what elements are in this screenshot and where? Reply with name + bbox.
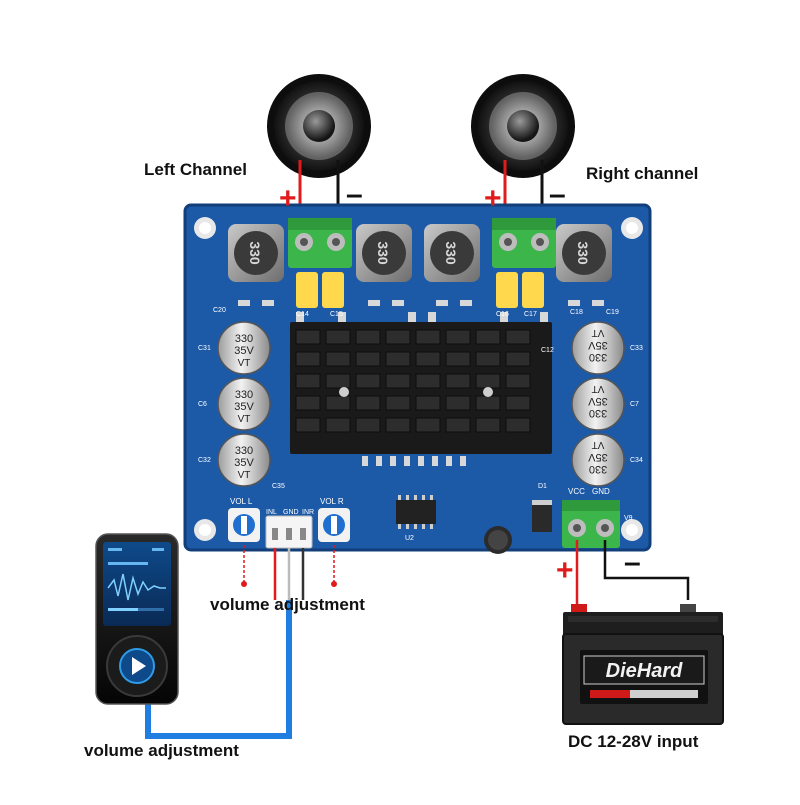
- svg-text:VT: VT: [238, 470, 251, 481]
- heatsink-icon: [290, 322, 552, 454]
- label-volume-adjustment-player: volume adjustment: [84, 741, 239, 760]
- terminal-right-speaker: [492, 218, 556, 268]
- smd-components: [238, 300, 604, 322]
- silkscreen-labels: C20 C31 C6 C32 C33 C7 C34 C12 C14 C15 C1…: [198, 307, 643, 542]
- svg-text:VCC: VCC: [568, 487, 585, 496]
- inductor-1: 330: [228, 224, 284, 282]
- svg-text:35V: 35V: [588, 339, 608, 351]
- svg-text:330: 330: [589, 351, 607, 363]
- svg-text:VOL L: VOL L: [230, 497, 253, 506]
- small-capacitor: [484, 526, 512, 554]
- svg-text:INR: INR: [302, 509, 314, 516]
- svg-text:330: 330: [575, 241, 591, 265]
- sign-minus-power: –: [624, 546, 641, 579]
- inductor-4: 330: [556, 224, 612, 282]
- label-right-channel: Right channel: [586, 164, 699, 183]
- svg-text:VT: VT: [592, 383, 605, 394]
- svg-text:INL: INL: [266, 509, 277, 516]
- sign-plus-right: +: [484, 182, 502, 215]
- inductor-2: 330: [356, 224, 412, 282]
- svg-text:VT: VT: [238, 414, 251, 425]
- capacitor-left-2: 330 35V VT: [217, 377, 271, 431]
- audio-input-connector: [265, 515, 313, 549]
- svg-text:C35: C35: [272, 483, 285, 490]
- speaker-right: [471, 74, 575, 178]
- svg-text:C31: C31: [198, 345, 211, 352]
- svg-text:VT: VT: [592, 327, 605, 338]
- svg-text:GND: GND: [283, 509, 299, 516]
- label-volume-adjustment-board: volume adjustment: [210, 595, 365, 614]
- svg-text:C15: C15: [330, 311, 343, 318]
- pot-indicators: [241, 545, 337, 587]
- svg-text:330: 330: [247, 241, 263, 265]
- svg-text:V9: V9: [624, 515, 633, 522]
- capacitor-left-3: 330 35V VT: [217, 433, 271, 487]
- svg-text:VOL R: VOL R: [320, 497, 344, 506]
- terminal-power: [562, 500, 620, 548]
- volume-pot-right[interactable]: [318, 508, 350, 542]
- audio-input-wires: [145, 548, 305, 739]
- svg-text:330: 330: [589, 463, 607, 475]
- svg-text:C7: C7: [630, 401, 639, 408]
- sign-plus-power: +: [556, 554, 574, 587]
- volume-pot-left[interactable]: [228, 508, 260, 542]
- svg-text:35V: 35V: [588, 451, 608, 463]
- svg-text:C14: C14: [296, 311, 309, 318]
- battery-brand: DieHard: [606, 660, 683, 682]
- svg-text:330: 330: [589, 407, 607, 419]
- speaker-left: [267, 74, 371, 178]
- capacitor-right-2: 330 35V VT: [571, 377, 625, 431]
- waveform: [107, 573, 166, 601]
- svg-text:C34: C34: [630, 457, 643, 464]
- op-amp-chip: [396, 495, 436, 529]
- svg-text:VT: VT: [238, 358, 251, 369]
- battery-icon: DieHard: [562, 604, 724, 725]
- svg-text:35V: 35V: [234, 457, 254, 469]
- sign-minus-right: –: [549, 178, 566, 211]
- svg-text:GND: GND: [592, 487, 610, 496]
- sign-plus-left: +: [279, 182, 297, 215]
- film-capacitors: [296, 272, 544, 308]
- svg-text:C16: C16: [496, 311, 509, 318]
- amplifier-board: 330 330 330 330: [183, 203, 652, 554]
- svg-text:VT: VT: [592, 439, 605, 450]
- svg-text:330: 330: [443, 241, 459, 265]
- svg-text:330: 330: [375, 241, 391, 265]
- svg-text:C33: C33: [630, 345, 643, 352]
- sign-minus-left: –: [346, 178, 363, 211]
- mounting-holes: [194, 217, 643, 541]
- svg-text:C17: C17: [524, 311, 537, 318]
- mp3-player-icon: [95, 533, 179, 705]
- svg-text:35V: 35V: [588, 395, 608, 407]
- power-wires: [575, 540, 690, 610]
- inductor-3: 330: [424, 224, 480, 282]
- svg-text:C32: C32: [198, 457, 211, 464]
- svg-text:35V: 35V: [234, 345, 254, 357]
- svg-text:C18: C18: [570, 309, 583, 316]
- ic-pins: [362, 456, 466, 466]
- svg-text:C12: C12: [541, 347, 554, 354]
- diode: [532, 500, 552, 532]
- label-power-input: DC 12-28V input: [568, 732, 699, 751]
- capacitor-right-1: 330 35V VT: [571, 321, 625, 375]
- capacitor-left-1: 330 35V VT: [217, 321, 271, 375]
- svg-text:D1: D1: [538, 483, 547, 490]
- label-left-channel: Left Channel: [144, 160, 247, 179]
- svg-text:330: 330: [235, 389, 253, 401]
- svg-text:U2: U2: [405, 535, 414, 542]
- player-screen: [103, 542, 171, 626]
- svg-text:C6: C6: [198, 401, 207, 408]
- svg-text:330: 330: [235, 333, 253, 345]
- svg-text:330: 330: [235, 445, 253, 457]
- svg-text:C20: C20: [213, 307, 226, 314]
- capacitor-right-3: 330 35V VT: [571, 433, 625, 487]
- svg-text:35V: 35V: [234, 401, 254, 413]
- svg-text:C19: C19: [606, 309, 619, 316]
- terminal-left-speaker: [288, 218, 352, 268]
